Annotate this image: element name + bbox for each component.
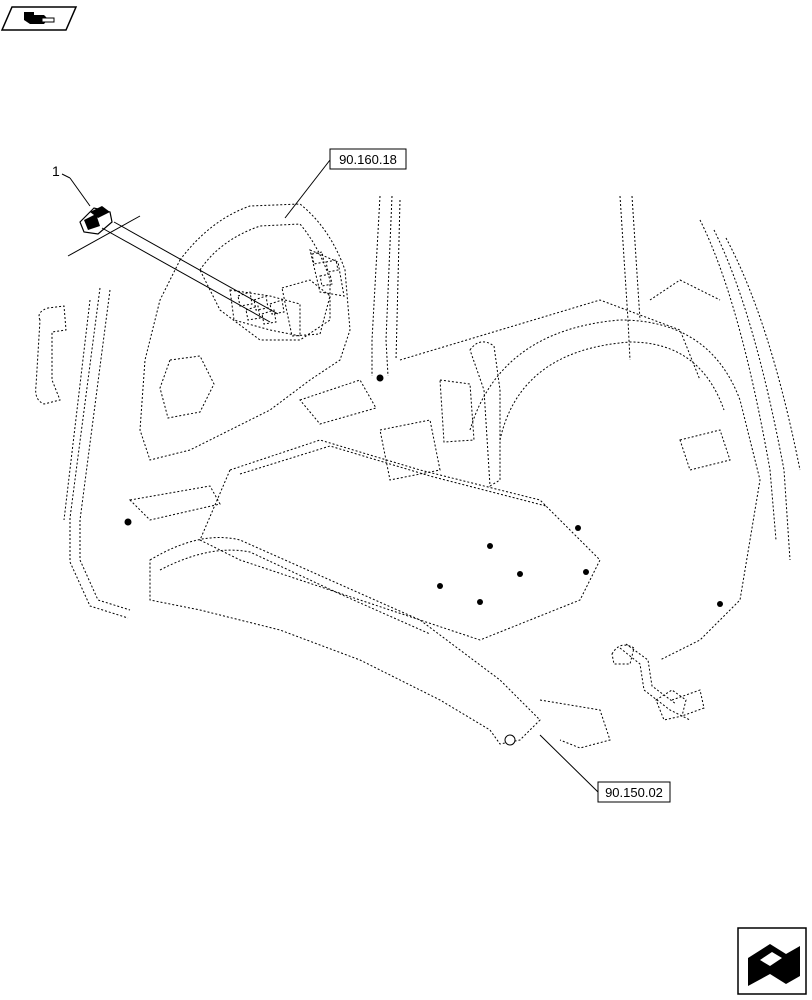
reference-label-top: 90.160.18: [339, 152, 397, 167]
assembly-pointer-lines: [67, 215, 279, 323]
callout-part-1: 1: [52, 163, 91, 207]
rocker-switch-part: [79, 206, 113, 235]
reference-90-160-18: 90.160.18: [284, 148, 407, 219]
bolt-holes: [124, 374, 723, 746]
assembly-view-icon: [0, 6, 78, 31]
callout-number-1: 1: [52, 163, 60, 179]
reference-90-150-02: 90.150.02: [539, 734, 671, 803]
next-page-icon: [737, 927, 807, 995]
cab-structure: [35, 195, 801, 749]
reference-label-bottom: 90.150.02: [605, 785, 663, 800]
